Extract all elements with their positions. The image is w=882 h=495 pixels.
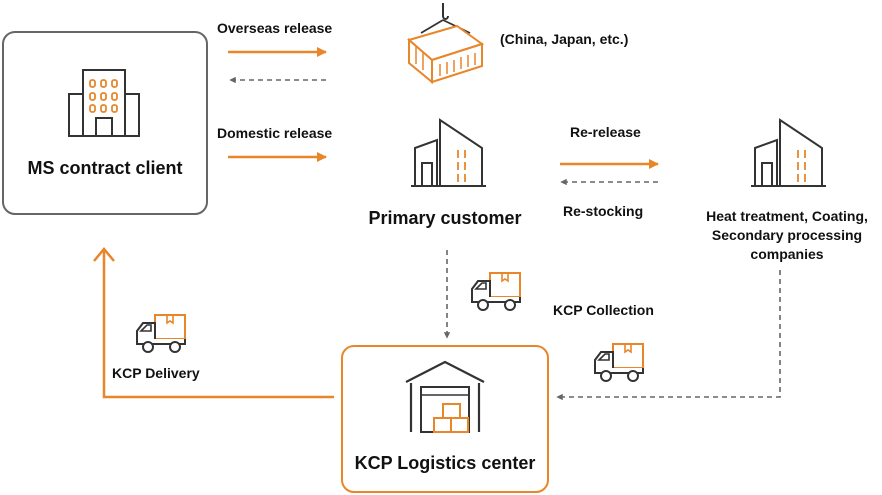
factory-icon bbox=[751, 118, 826, 187]
overseas-release-label: Overseas release bbox=[217, 20, 333, 36]
kcp-collection-label: KCP Collection bbox=[553, 302, 654, 318]
factory-icon bbox=[411, 118, 486, 187]
processors-label-line: Secondary processing bbox=[711, 227, 863, 243]
kcp-delivery-path bbox=[93, 247, 334, 399]
processors-label-line: Heat treatment, Coating, bbox=[706, 208, 868, 224]
re-stocking-label: Re-stocking bbox=[563, 203, 644, 219]
kcp-collection-path bbox=[556, 270, 781, 401]
processors-label-line: companies bbox=[750, 246, 824, 262]
domestic-release-label: Domestic release bbox=[217, 125, 333, 141]
truck-icon bbox=[594, 343, 644, 382]
re-release-label: Re-release bbox=[570, 124, 641, 140]
kcp-delivery-label: KCP Delivery bbox=[112, 365, 200, 381]
warehouse-icon bbox=[405, 360, 485, 433]
overseas-region-label: (China, Japan, etc.) bbox=[500, 31, 629, 47]
processors-label: Heat treatment, Coating, Secondary proce… bbox=[682, 207, 882, 264]
client-label: MS contract client bbox=[27, 158, 183, 178]
primary-customer-label: Primary customer bbox=[368, 208, 522, 228]
logistics-center-label: KCP Logistics center bbox=[354, 453, 536, 473]
client-node-box bbox=[2, 31, 208, 215]
office-building-icon bbox=[68, 69, 140, 137]
truck-icon bbox=[471, 272, 521, 311]
shipping-container-icon bbox=[406, 3, 485, 85]
truck-icon bbox=[136, 314, 186, 353]
